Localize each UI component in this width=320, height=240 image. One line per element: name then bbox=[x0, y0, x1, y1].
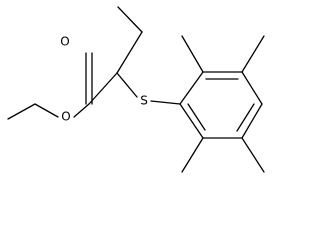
bond-s-ring bbox=[150, 100, 181, 105]
bond-alpha-s bbox=[116, 72, 138, 98]
bond-ethyl-ch3-ch2 bbox=[7, 103, 36, 120]
sulfur-bg bbox=[138, 94, 150, 108]
structure-canvas: O O S bbox=[7, 6, 265, 173]
ring-double-bond-c bbox=[187, 103, 206, 131]
bond-carbonyl-alpha-c bbox=[88, 72, 118, 105]
bond-ethyl-ch2-o bbox=[34, 103, 59, 118]
ester-oxygen-bg bbox=[60, 110, 72, 124]
ring-double-bond-b bbox=[236, 103, 255, 132]
sulfur-label: S bbox=[140, 94, 148, 108]
ring-bond-4 bbox=[241, 103, 263, 139]
bond-methyl-3 bbox=[241, 137, 265, 173]
chemical-structure-diagram: O O S bbox=[7, 6, 265, 173]
ring-bond-1 bbox=[179, 71, 204, 105]
carbonyl-oxygen-bg bbox=[59, 35, 71, 49]
bond-methyl-2 bbox=[241, 35, 265, 73]
ring-bond-3 bbox=[241, 71, 263, 105]
bond-o-carbonyl-c bbox=[73, 103, 90, 118]
ester-oxygen-label: O bbox=[61, 110, 70, 124]
ring-bond-6 bbox=[179, 103, 204, 139]
bond-methyl-4 bbox=[181, 137, 204, 173]
bond-methyl-1 bbox=[181, 35, 204, 73]
bond-ch2-ch3 bbox=[117, 6, 143, 33]
bond-alpha-ch2 bbox=[116, 31, 143, 74]
carbonyl-oxygen-label: O bbox=[60, 35, 69, 49]
